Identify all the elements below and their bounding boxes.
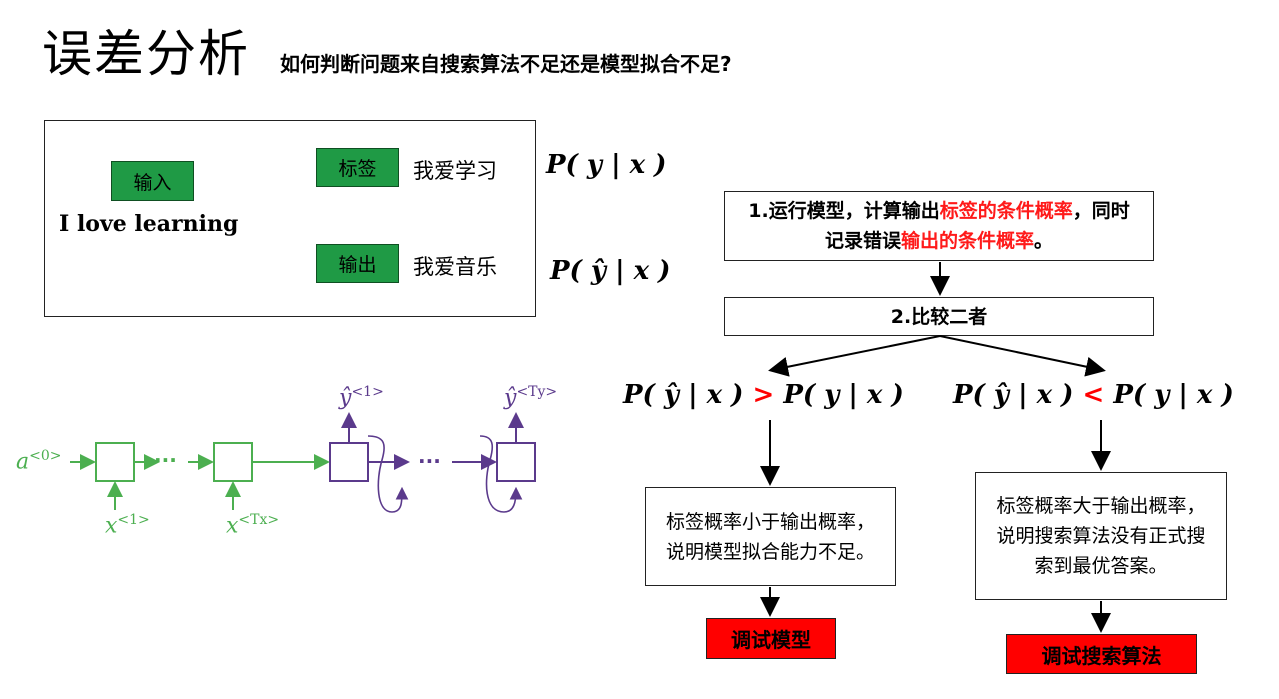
step1-box: 1.运行模型，计算输出标签的条件概率，同时记录错误输出的条件概率。 [724,191,1154,261]
output-probability-formula: P( ŷ | x ) [550,256,671,286]
decoder-cell-ty [496,442,536,482]
step1-text-b: ，同时记录错误 [824,200,1130,252]
step1-highlight-output: 输出的条件概率 [900,230,1034,252]
rnn-encoder [70,442,330,510]
page-subtitle: 如何判断问题来自搜索算法不足还是模型拟合不足? [280,52,732,76]
xtx-symbol: x [226,513,239,539]
label-sentence: 我爱学习 [413,159,497,183]
left-result-box: 标签概率小于输出概率，说明模型拟合能力不足。 [645,487,896,586]
step1-text-c: 。 [1034,230,1054,252]
greater-than-sign: > [752,380,775,410]
arrow-step2-to-right [939,335,1106,377]
yty-label: ŷ<Ty> [504,384,557,410]
compare-left: P( ŷ | x ) > P( y | x ) [623,380,904,410]
step1-text-a: 1.运行模型，计算输出 [748,200,940,222]
input-sentence: I love learning [59,211,239,237]
compare-left-label-prob: P( y | x ) [783,380,904,410]
compare-right: P( ŷ | x ) < P( y | x ) [953,380,1234,410]
y1-symbol: ŷ [339,385,352,411]
encoder-dots: ··· [154,448,177,472]
output-tag: 输出 [316,244,399,283]
label-probability-formula: P( y | x ) [546,150,667,180]
decoder-dots: ··· [418,449,441,473]
y1-label: ŷ<1> [339,384,384,410]
xtx-label: x<Tx> [226,512,279,538]
less-than-sign: < [1082,380,1105,410]
compare-left-output-prob: P( ŷ | x ) [623,380,744,410]
x1-superscript: <1> [117,512,150,528]
step2-box: 2.比较二者 [724,297,1154,336]
a0-superscript: <0> [29,448,62,464]
right-result-box: 标签概率大于输出概率，说明搜索算法没有正式搜索到最优答案。 [975,472,1227,600]
feedback-arrow-1 [367,435,409,513]
y1-superscript: <1> [351,384,384,400]
encoder-cell-tx [213,442,253,482]
xtx-superscript: <Tx> [238,512,280,528]
a0-symbol: a [16,449,30,475]
compare-right-label-prob: P( y | x ) [1113,380,1234,410]
debug-search-box: 调试搜索算法 [1006,634,1197,674]
step1-highlight-label: 标签的条件概率 [939,200,1073,222]
encoder-cell-1 [95,442,135,482]
yty-symbol: ŷ [504,385,517,411]
feedback-arrow-ty [479,435,523,513]
x1-symbol: x [105,513,118,539]
input-tag: 输入 [111,161,194,201]
x1-label: x<1> [105,512,150,538]
output-sentence: 我爱音乐 [413,255,497,279]
arrow-step2-to-left [768,335,941,377]
page-title: 误差分析 [42,25,250,83]
rnn-decoder [329,412,536,513]
example-box: 输入 I love learning 标签 我爱学习 输出 我爱音乐 [44,120,536,317]
a0-label: a<0> [16,448,62,474]
label-tag: 标签 [316,148,399,187]
decoder-cell-1 [329,442,369,482]
debug-model-box: 调试模型 [706,618,836,659]
yty-superscript: <Ty> [516,384,558,400]
compare-right-output-prob: P( ŷ | x ) [953,380,1074,410]
